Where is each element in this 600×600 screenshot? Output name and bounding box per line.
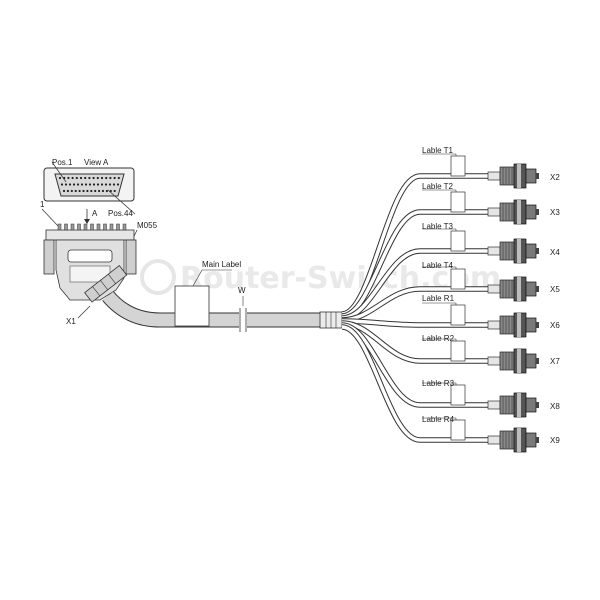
connector-name-1: X2 xyxy=(550,173,560,182)
branch-label-tag xyxy=(450,419,466,441)
bnc-connector-icon xyxy=(487,276,539,302)
branch-label-2: Lable T2 xyxy=(422,182,454,191)
pos1-label: Pos.1 xyxy=(52,158,73,167)
connector-name-4: X5 xyxy=(550,285,560,294)
branch-label-7: Lable R3 xyxy=(422,379,455,388)
bnc-connector-icon xyxy=(487,392,539,418)
pin1-label: 1 xyxy=(40,200,45,209)
connector-name-3: X4 xyxy=(550,248,560,257)
branch-label-tag xyxy=(450,268,466,290)
bnc-connector-icon xyxy=(487,312,539,338)
branch-3 xyxy=(341,228,539,321)
main-cable: Main Label W xyxy=(102,260,343,332)
connector-name-8: X9 xyxy=(550,436,560,445)
branch-label-tag xyxy=(450,384,466,406)
view-arrow-label: A xyxy=(92,209,98,218)
branch-label-tag xyxy=(450,230,466,252)
branch-annotations: Lable T1 Lable T2 Lable T3 Lable T4 Labl… xyxy=(422,146,560,445)
bnc-connector-icon xyxy=(487,427,539,453)
bnc-connector-icon xyxy=(487,199,539,225)
branch-label-tag xyxy=(450,191,466,213)
branch-label-5: Lable R1 xyxy=(422,294,455,303)
connector-x1: 1 A M055 X1 xyxy=(40,200,158,326)
branch-label-6: Lable R2 xyxy=(422,334,455,343)
connector-name-6: X7 xyxy=(550,357,560,366)
part-label: M055 xyxy=(137,221,158,230)
pin-grid xyxy=(58,176,120,193)
branch-label-tag xyxy=(450,340,466,362)
branch-cables xyxy=(341,153,539,453)
branch-5 xyxy=(341,302,539,338)
wire-label: W xyxy=(238,286,246,295)
branch-label-4: Lable T4 xyxy=(422,261,454,270)
x1-label: X1 xyxy=(66,317,76,326)
branch-label-tag xyxy=(450,304,466,326)
branch-8 xyxy=(341,324,539,453)
watermark-logo-icon xyxy=(140,259,176,295)
connector-name-7: X8 xyxy=(550,402,560,411)
connector-name-5: X6 xyxy=(550,321,560,330)
bnc-connector-icon xyxy=(487,238,539,264)
branch-6 xyxy=(341,320,539,374)
branch-label-3: Lable T3 xyxy=(422,222,454,231)
main-label-tag xyxy=(174,285,210,327)
branch-label-1: Lable T1 xyxy=(422,146,454,155)
bnc-connector-icon xyxy=(487,163,539,189)
branch-2 xyxy=(341,189,539,319)
connector-name-2: X3 xyxy=(550,208,560,217)
view-a-label: View A xyxy=(84,158,109,167)
bnc-connector-icon xyxy=(487,348,539,374)
connector-view-a: Pos.1 View A Pos.44 xyxy=(43,158,136,218)
branch-label-tag xyxy=(450,155,466,177)
pos44-label: Pos.44 xyxy=(108,209,133,218)
main-label-text: Main Label xyxy=(202,260,241,269)
branch-label-8: Lable R4 xyxy=(422,415,455,424)
